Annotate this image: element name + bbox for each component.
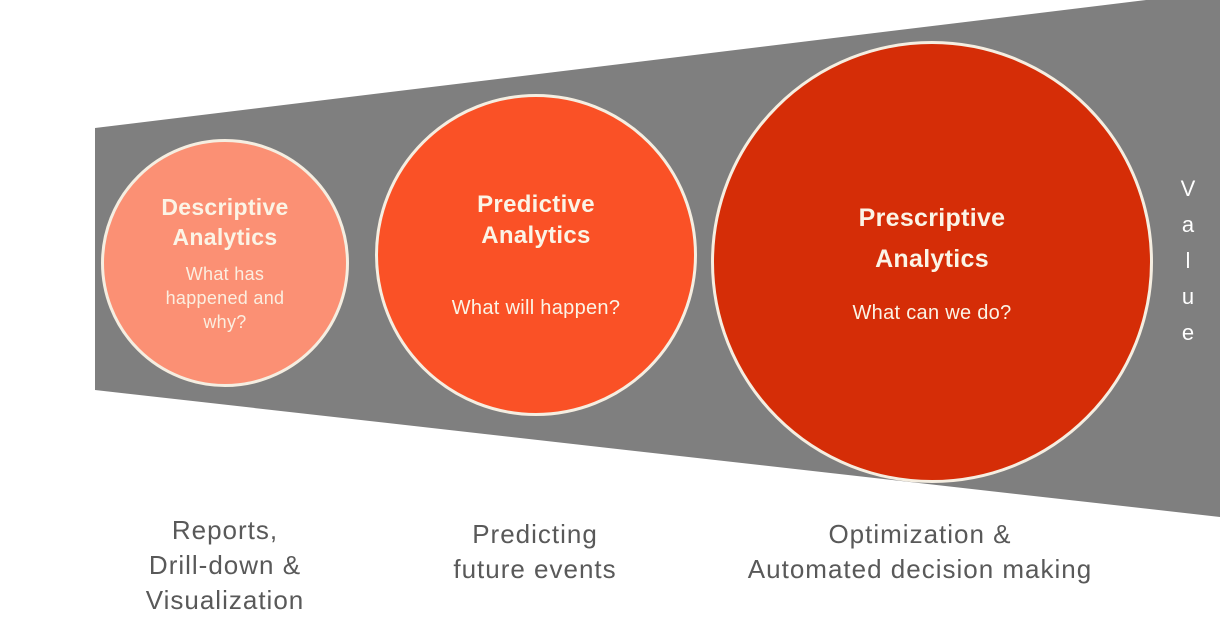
value-letter: V — [1180, 176, 1196, 201]
title-line: Prescriptive — [858, 204, 1006, 232]
descriptive-analytics-circle: Descriptive Analytics What has happened … — [101, 139, 349, 387]
title-line: Analytics — [172, 224, 278, 250]
question-line: happened and — [165, 288, 285, 308]
value-letter: l — [1185, 248, 1191, 273]
value-letter: e — [1181, 320, 1195, 345]
caption-line: Optimization & — [828, 519, 1012, 549]
prescriptive-analytics-circle: Prescriptive Analytics What can we do? — [711, 41, 1153, 483]
caption-line: future events — [453, 554, 617, 584]
value-axis-label: V a l u e — [1172, 171, 1204, 351]
title-line: Analytics — [481, 222, 591, 249]
prescriptive-title: Prescriptive Analytics — [859, 198, 1006, 280]
descriptive-question: What has happened and why? — [166, 262, 285, 334]
title-line: Predictive — [477, 191, 595, 218]
predictive-question: What will happen? — [452, 295, 621, 321]
descriptive-title: Descriptive Analytics — [161, 192, 288, 252]
value-letter: u — [1181, 284, 1195, 309]
caption-line: Drill-down & — [148, 550, 302, 580]
caption-line: Visualization — [145, 585, 305, 615]
value-letter: a — [1181, 212, 1195, 237]
predictive-caption: Predicting future events — [385, 517, 685, 587]
question-line: What will happen? — [451, 297, 621, 319]
title-line: Descriptive — [161, 194, 289, 220]
title-line: Analytics — [875, 245, 989, 273]
caption-line: Predicting — [472, 519, 598, 549]
question-line: why? — [203, 312, 247, 332]
prescriptive-caption: Optimization & Automated decision making — [690, 517, 1150, 587]
predictive-title: Predictive Analytics — [477, 189, 595, 251]
prescriptive-question: What can we do? — [852, 300, 1011, 326]
question-line: What has — [185, 264, 265, 284]
caption-line: Automated decision making — [747, 554, 1093, 584]
descriptive-caption: Reports, Drill-down & Visualization — [65, 513, 385, 618]
predictive-analytics-circle: Predictive Analytics What will happen? — [375, 94, 697, 416]
question-line: What can we do? — [852, 302, 1012, 324]
caption-line: Reports, — [171, 515, 279, 545]
